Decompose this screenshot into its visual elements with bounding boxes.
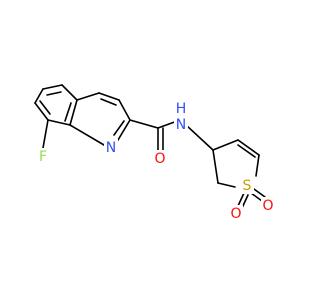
bond-c6-c5 [42,84,63,90]
fluorine-atom: F [37,148,49,165]
amide-nitrogen-group: H N [174,101,188,133]
sulfur-label: S [243,178,252,194]
bond-c4-c3-inner [100,98,117,106]
bond-ring-c2-c3 [212,149,219,184]
atom-labels: F N H N O S O O [37,101,275,222]
bond-ring-c3-c4 [212,139,239,151]
bond-c2-carbonyl [129,119,159,129]
sulfonyl-oxygen-2-atom: O [261,197,275,214]
bonds [34,84,266,209]
bond-s-o1-double [237,192,245,207]
amide-nitrogen-label: N [176,117,186,133]
bond-s-o2-double [250,192,263,202]
molecule-structure-diagram: F N H N O S O O [34,84,275,222]
sulfur-atom: S [240,176,254,194]
bond-c2-n1-inner [113,120,125,136]
ring-nitrogen-label: N [106,140,116,156]
ring-nitrogen-atom: N [104,139,118,156]
bond-c8-c7 [34,102,49,121]
bond-ring-c4-c5-inner [237,144,256,158]
carbonyl-oxygen-label: O [154,151,165,167]
bond-ring-c5-s [255,154,260,177]
bond-c8a-c8 [47,119,71,126]
bond-c4a-c8a-inner [64,102,72,122]
sulfonyl-oxygen-1-label: O [230,206,241,222]
bond-c8-f [42,119,49,149]
bond-ring-c4-c5 [237,139,260,156]
sulfonyl-oxygen-2-label: O [262,198,273,214]
bond-c6-c5-inner [46,91,62,96]
bond-n-ring-c3 [185,124,214,151]
bond-n1-c8a [69,124,105,146]
bond-c7-c6 [34,88,44,104]
bond-c3-c2 [118,99,131,121]
carbonyl-oxygen-atom: O [153,150,167,167]
amide-hydrogen-label: H [176,101,187,117]
sulfonyl-oxygen-1-atom: O [229,205,243,222]
bond-c4-c3 [98,92,120,101]
fluorine-label: F [39,149,47,165]
bond-c2-n1 [117,119,131,141]
bond-c4a-c4 [76,92,100,101]
bond-c5-c4a [61,84,78,101]
bond-c4a-c8a [69,99,78,126]
bond-ring-s-c2 [217,182,236,188]
bond-c7-c7-inner [39,100,51,115]
bond-s-o2 [253,188,266,198]
